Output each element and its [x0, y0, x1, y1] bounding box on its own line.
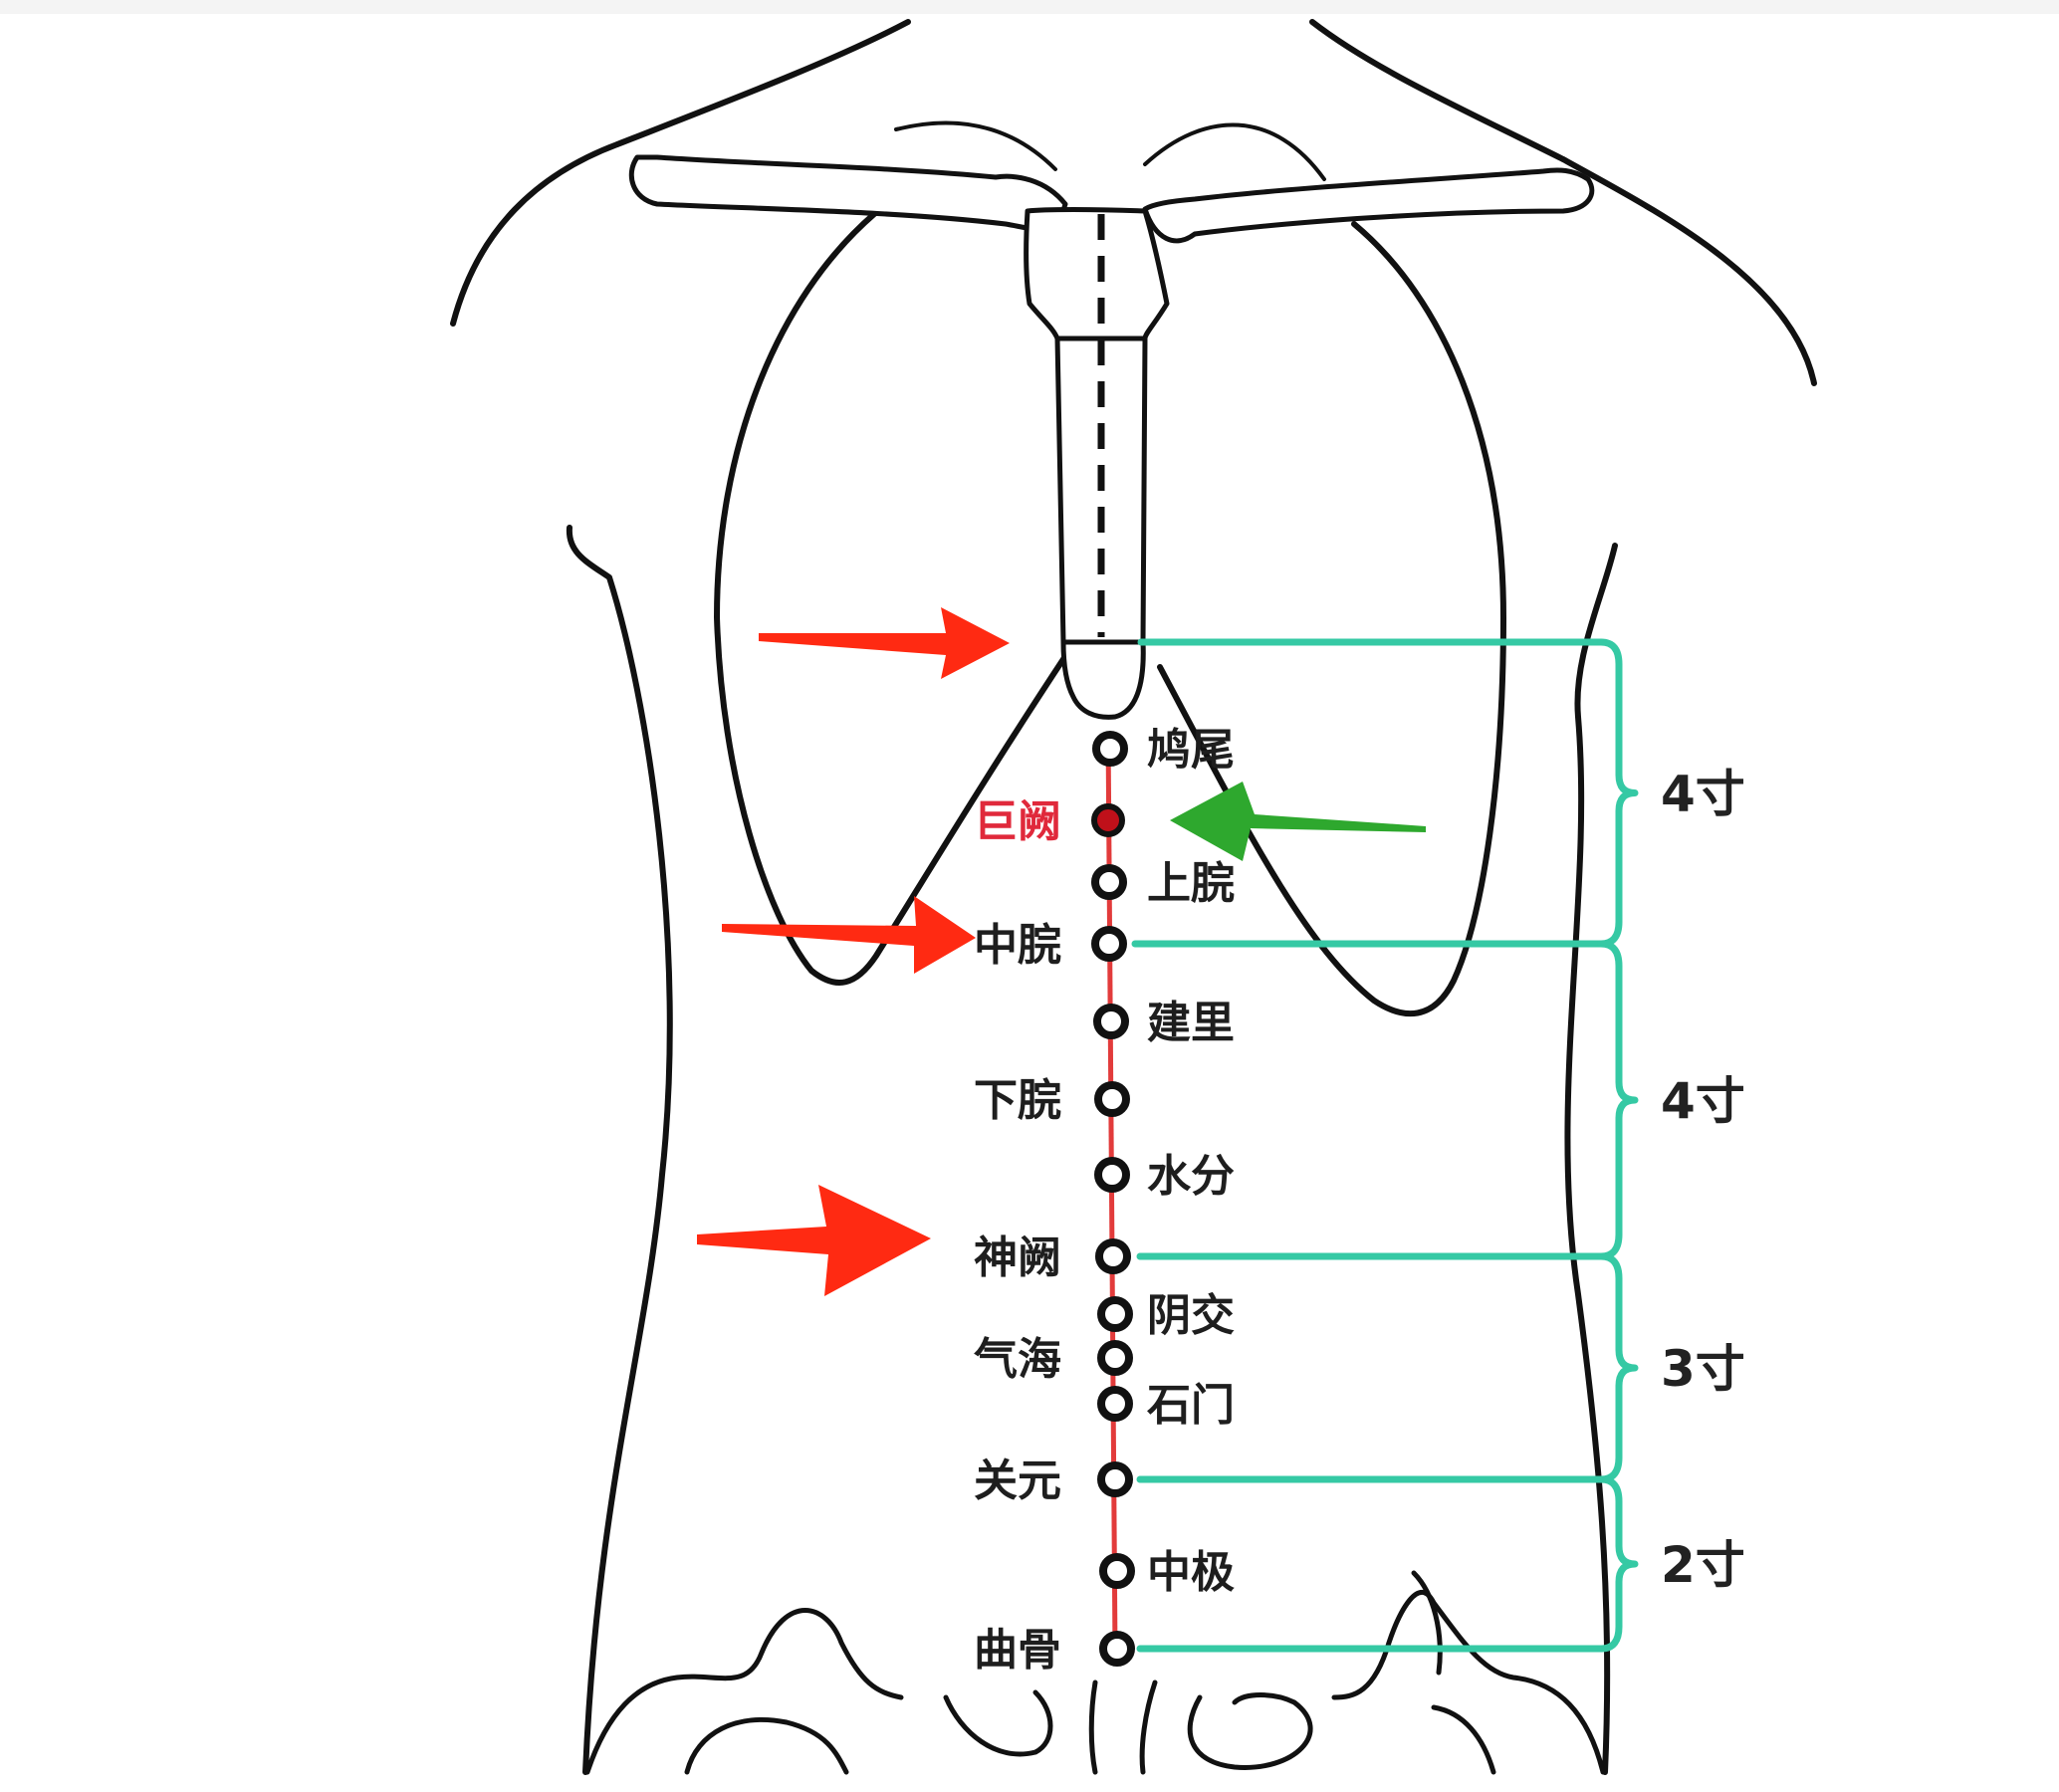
measurement-label-3: 3寸: [1661, 1340, 1745, 1398]
acupoint-marker-3: [1091, 864, 1127, 900]
bracket-span-4: [1597, 1475, 1639, 1653]
pelvis-left-inner: [943, 1689, 1053, 1757]
left-clavicle: [628, 154, 1068, 232]
left-shoulder-line: [450, 141, 620, 327]
sternum-manubrium: [1024, 207, 1170, 341]
left-trapezius-curve: [894, 120, 1057, 171]
ribcage-right: [1157, 221, 1506, 1016]
acupoint-label-5: 建里: [1147, 998, 1235, 1048]
measurement-labels: 4寸 4寸 3寸 2寸: [1661, 766, 1745, 1595]
acupoint-label-14: 曲骨: [974, 1625, 1061, 1676]
acupoint-marker-10: [1097, 1340, 1133, 1376]
acupoint-markers: [1091, 731, 1135, 1667]
arrows: [697, 607, 1426, 1296]
red-arrow-zhongwan: [722, 896, 976, 974]
acupoint-label-4: 中脘: [974, 920, 1061, 971]
acupoint-marker-11: [1097, 1386, 1133, 1422]
acupoint-label-11: 石门: [1147, 1380, 1235, 1431]
right-trapezius-curve: [1143, 122, 1326, 181]
red-arrow-shenque: [697, 1185, 931, 1296]
right-clavicle: [1142, 167, 1595, 244]
pelvis-right-inner: [1187, 1692, 1313, 1770]
acupoint-marker-8: [1095, 1238, 1131, 1274]
ribcage-left: [714, 211, 1070, 986]
sacrum-right: [1139, 1680, 1158, 1775]
pelvis-left-outer: [584, 1608, 904, 1775]
acupoint-marker-9: [1097, 1296, 1133, 1332]
measurement-brackets: [1131, 638, 1639, 1653]
neck-left-line: [614, 19, 911, 147]
bracket-span-3: [1597, 1252, 1639, 1483]
acupoint-label-7: 水分: [1147, 1151, 1235, 1202]
acupoint-label-13: 中极: [1147, 1547, 1235, 1598]
left-torso-side: [566, 525, 673, 1775]
acupoint-label-1: 鸠尾: [1147, 725, 1235, 776]
acupoint-marker-14: [1099, 1631, 1135, 1667]
acupoint-label-9: 阴交: [1147, 1290, 1235, 1341]
pelvis-left-mid: [684, 1716, 849, 1775]
acupoint-marker-6: [1094, 1081, 1130, 1117]
right-shoulder-line: [1560, 156, 1817, 386]
acupoint-marker-4: [1091, 926, 1127, 962]
pelvis-right-outer: [1331, 1589, 1606, 1775]
top-border-strip: [0, 0, 2059, 14]
acupoint-marker-7: [1094, 1157, 1130, 1193]
body-outline: [450, 19, 1817, 1775]
neck-right-line: [1309, 19, 1566, 162]
right-hip-curve: [1411, 1570, 1443, 1676]
acupoint-marker-1: [1092, 731, 1128, 767]
bracket-span-2: [1597, 940, 1639, 1260]
acupoint-marker-5: [1093, 1004, 1129, 1039]
measurement-label-2: 4寸: [1661, 1072, 1745, 1130]
acupoint-marker-2: [1091, 803, 1125, 837]
acupoint-label-10: 气海: [974, 1334, 1061, 1385]
pelvis: [584, 1570, 1606, 1775]
acupoint-label-8: 神阙: [974, 1232, 1061, 1283]
xiphoid-process: [1060, 639, 1146, 720]
right-torso-side: [1564, 543, 1618, 1775]
sacrum-left: [1088, 1680, 1098, 1775]
bracket-span-1: [1597, 638, 1639, 948]
measurement-label-1: 4寸: [1661, 766, 1745, 823]
acupoint-marker-13: [1099, 1553, 1135, 1589]
acupoint-marker-12: [1097, 1461, 1133, 1497]
acupoint-label-6: 下脘: [974, 1075, 1061, 1126]
acupoint-label-3: 上脘: [1147, 858, 1235, 909]
green-arrow-juque: [1170, 782, 1426, 861]
acupoint-label-2: 巨阙: [974, 796, 1061, 847]
measurement-label-4: 2寸: [1661, 1536, 1745, 1594]
red-arrow-xiphoid: [759, 607, 1010, 679]
pelvis-right-mid: [1431, 1704, 1496, 1775]
acupoint-label-12: 关元: [974, 1456, 1061, 1506]
